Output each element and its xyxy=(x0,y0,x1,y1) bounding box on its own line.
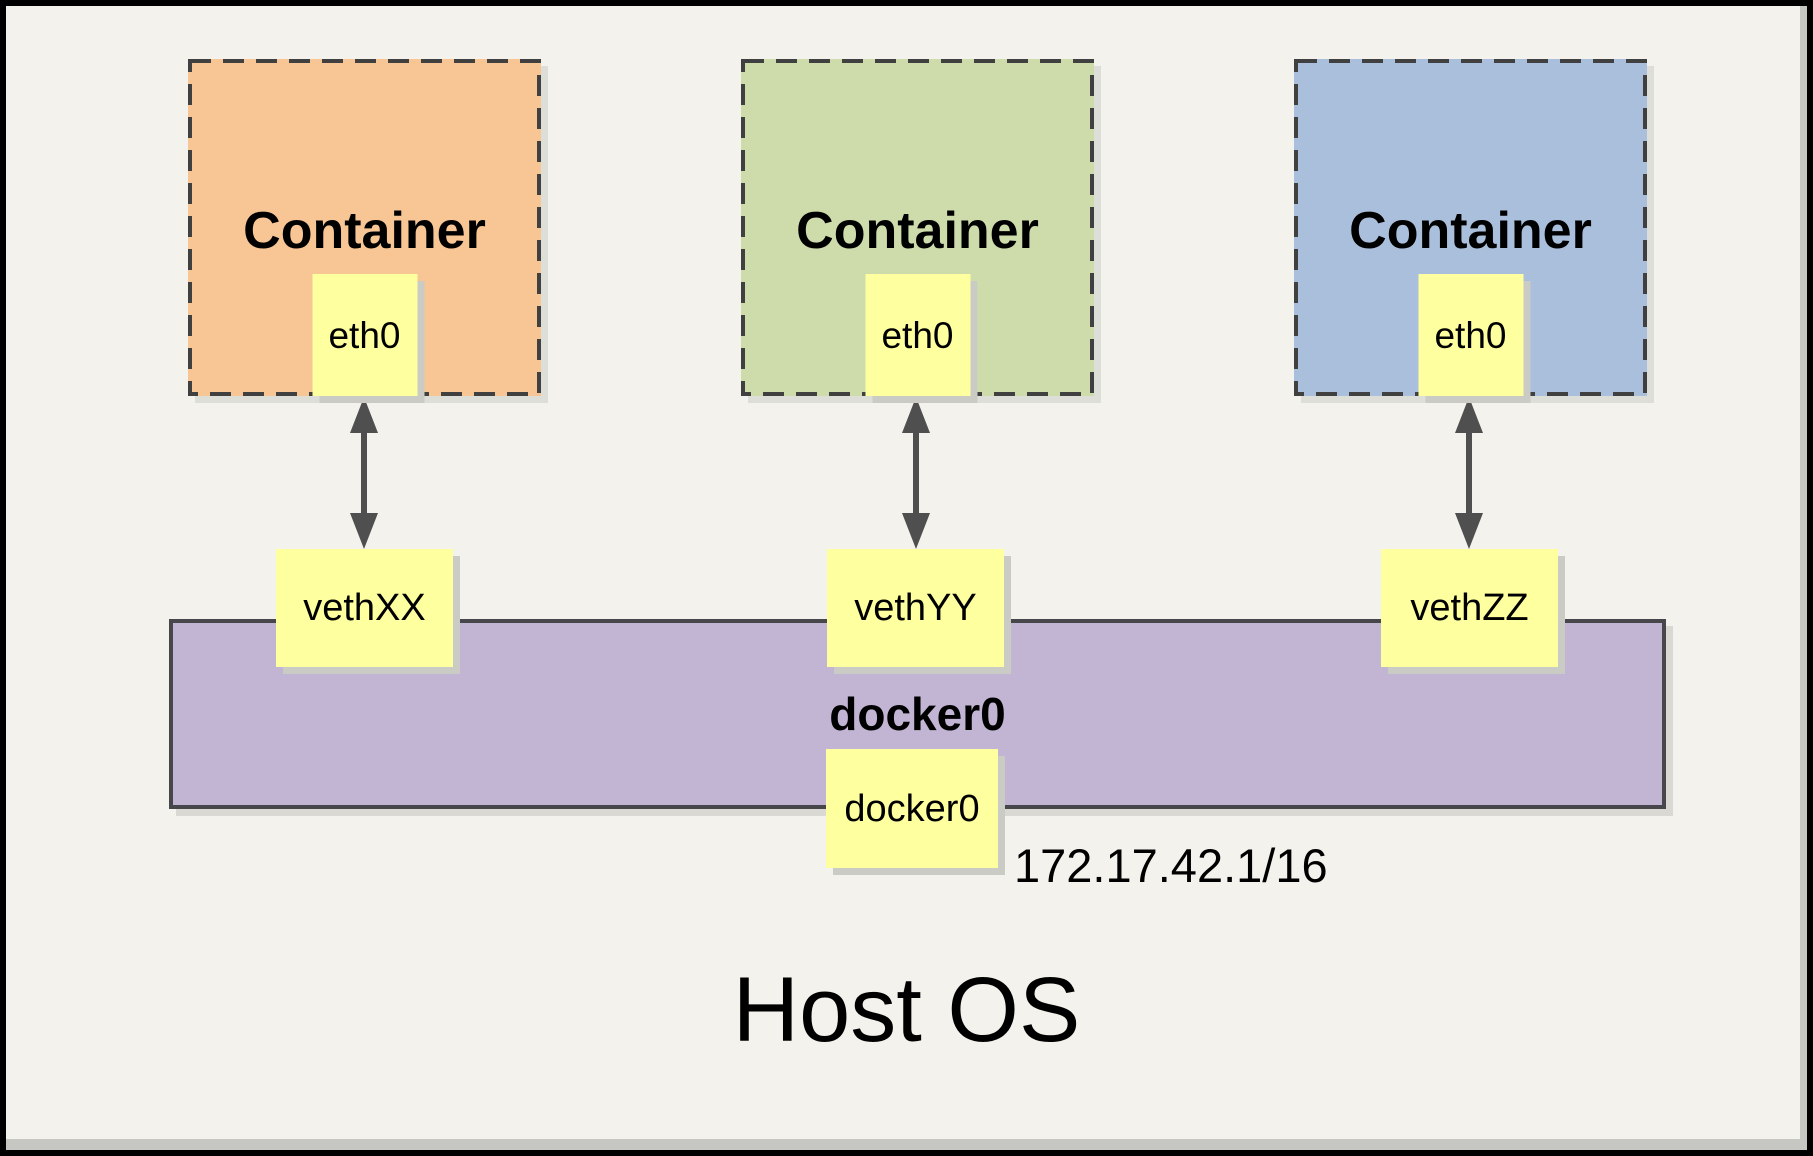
bidirectional-arrow-icon xyxy=(902,397,930,549)
docker0-interface-box: docker0 xyxy=(826,749,998,868)
container-box-3: Container eth0 xyxy=(1294,59,1647,396)
host-os-label: Host OS xyxy=(732,959,1081,1061)
bridge-ip-address: 172.17.42.1/16 xyxy=(1014,839,1328,892)
container-title: Container xyxy=(1349,202,1592,260)
container-title: Container xyxy=(243,202,486,260)
vethyy-box: vethYY xyxy=(827,549,1004,667)
vethzz-box: vethZZ xyxy=(1381,549,1558,667)
bidirectional-arrow-icon xyxy=(1455,397,1483,549)
eth0-interface-box-1: eth0 xyxy=(312,274,417,396)
eth0-interface-box-3: eth0 xyxy=(1418,274,1523,396)
container-box-2: Container eth0 xyxy=(741,59,1094,396)
docker0-bridge-label: docker0 xyxy=(829,688,1006,740)
vethxx-box: vethXX xyxy=(276,549,453,667)
docker-network-diagram: Container eth0 Container eth0 Container … xyxy=(6,6,1807,1150)
container-box-1: Container eth0 xyxy=(188,59,541,396)
eth0-interface-box-2: eth0 xyxy=(865,274,970,396)
container-title: Container xyxy=(796,202,1039,260)
bidirectional-arrow-icon xyxy=(350,397,378,549)
